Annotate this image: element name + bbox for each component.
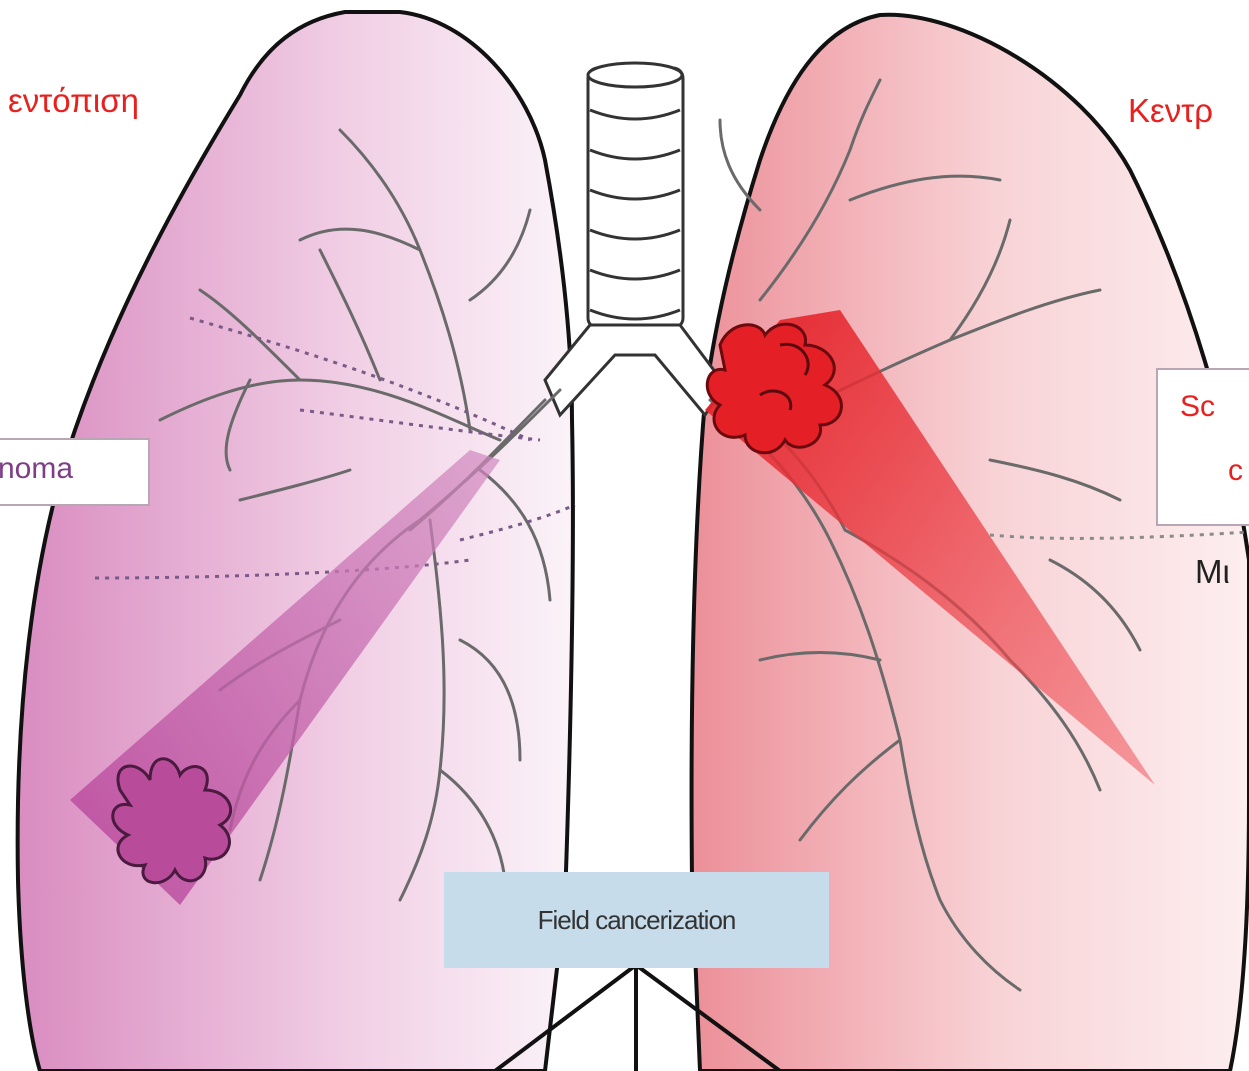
field-cancerization-label: Field cancerization <box>538 905 736 936</box>
right-mid-label: Μι <box>1195 553 1230 591</box>
field-cancerization-box: Field cancerization <box>444 872 829 968</box>
trachea <box>545 63 725 415</box>
adenocarcinoma-label: noma <box>0 452 73 486</box>
squamous-label-box: Sc c <box>1156 368 1249 526</box>
left-title-label: εντόπιση <box>8 82 139 120</box>
right-title-label: Κεντρ <box>1128 92 1213 130</box>
adenocarcinoma-label-box: noma <box>0 438 150 506</box>
squamous-label-line1: Sc <box>1180 390 1215 424</box>
squamous-label-line2: c <box>1228 454 1243 488</box>
